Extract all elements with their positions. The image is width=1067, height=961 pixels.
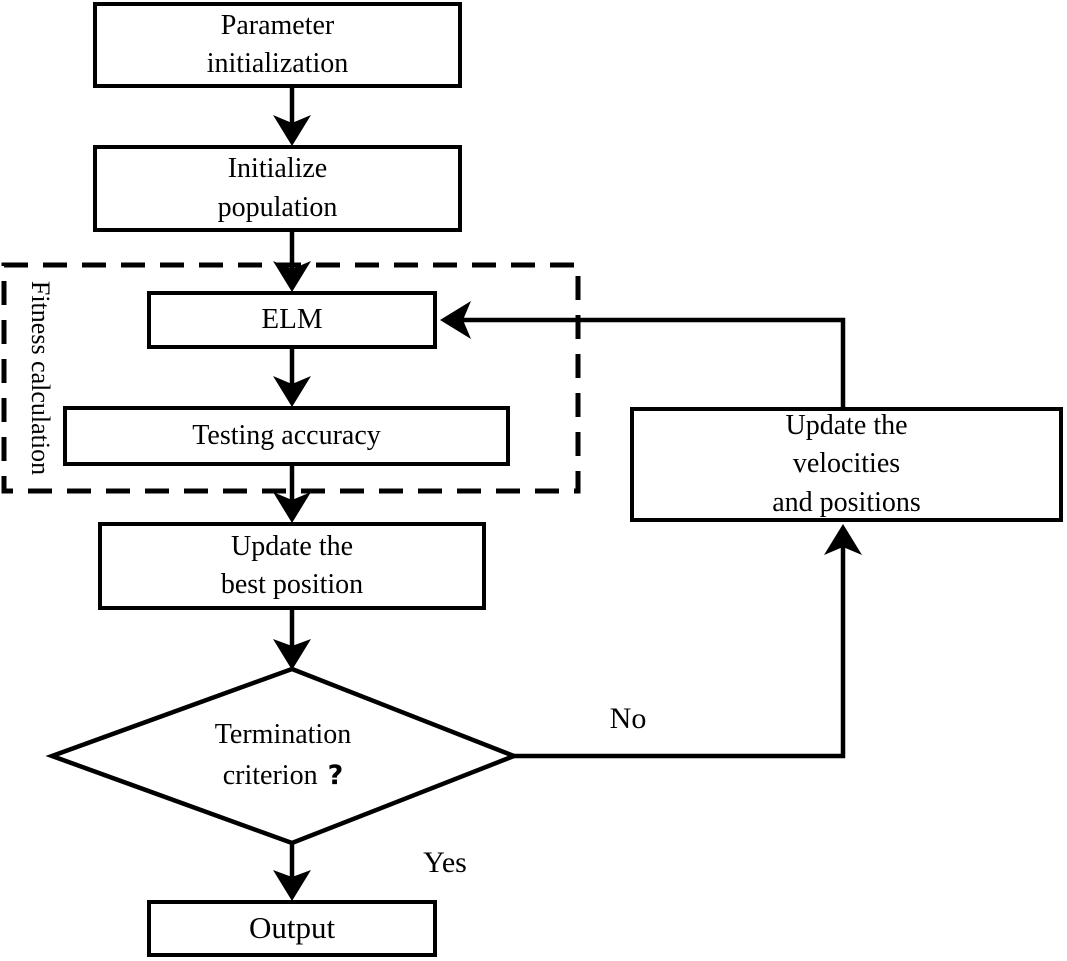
arrowhead-down-icon <box>273 261 311 292</box>
arrowhead-down-icon <box>273 115 311 146</box>
question-mark: ? <box>327 760 344 791</box>
node-output: Output <box>147 900 437 957</box>
node-label: Testing accuracy <box>192 419 381 451</box>
decision-line2: criterion? <box>223 756 344 797</box>
connector-lines <box>289 88 846 881</box>
edge-label-text: Yes <box>423 846 467 879</box>
edge-label-yes: Yes <box>405 845 485 881</box>
node-label: Update the velocities and positions <box>772 410 921 518</box>
decision-line2-text: criterion <box>222 760 318 791</box>
node-label: ELM <box>261 303 323 336</box>
node-parameter-initialization: Parameter initialization <box>93 2 462 88</box>
arrowheads <box>273 115 862 901</box>
decision-line1: Termination <box>214 719 352 751</box>
node-elm: ELM <box>147 291 437 349</box>
node-update-best-position: Update the best position <box>98 522 486 610</box>
fitness-calculation-group-label: Fitness calculation <box>23 258 57 498</box>
node-initialize-population: Initialize population <box>93 145 462 232</box>
arrowhead-down-icon <box>273 870 311 901</box>
node-testing-accuracy: Testing accuracy <box>63 406 510 466</box>
edge-label-text: No <box>609 702 647 735</box>
arrowhead-down-icon <box>273 639 311 670</box>
arrowhead-up-icon <box>824 524 862 555</box>
node-label: Update the best position <box>220 530 364 600</box>
node-label: Output <box>248 910 336 946</box>
arrowhead-down-icon <box>273 376 311 407</box>
node-termination-criterion: Termination criterion? <box>133 700 433 812</box>
arrowhead-left-icon <box>440 301 471 339</box>
decision-diamond <box>45 666 521 846</box>
edge-label-no: No <box>593 701 663 737</box>
node-label: Initialize population <box>217 153 338 223</box>
node-label: Parameter initialization <box>206 9 349 79</box>
node-update-velocities-positions: Update the velocities and positions <box>630 407 1063 522</box>
group-label-text: Fitness calculation <box>26 280 55 476</box>
arrowhead-down-icon <box>273 492 311 523</box>
